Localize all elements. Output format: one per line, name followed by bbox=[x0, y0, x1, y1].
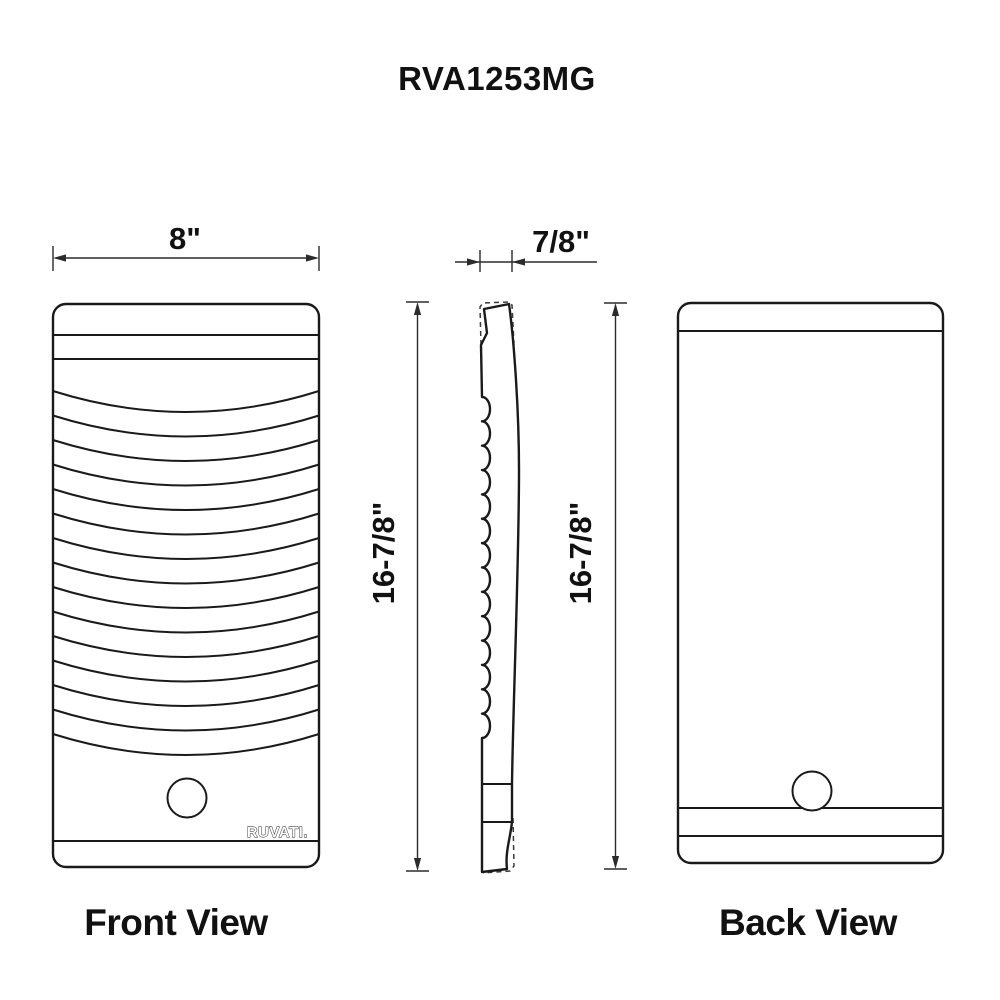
brand-logo: RUVATI. bbox=[247, 824, 308, 841]
arrow-right-icon bbox=[467, 258, 480, 266]
ridge-arc bbox=[52, 733, 320, 756]
front-view-label: Front View bbox=[84, 902, 268, 943]
ridge-arc bbox=[52, 488, 320, 511]
ridge-arc bbox=[52, 439, 320, 462]
back-view-drawing bbox=[676, 301, 945, 865]
back-height-value: 16-7/8" bbox=[563, 502, 598, 605]
side-thickness-dimension: 7/8" bbox=[455, 224, 597, 272]
ridge-arc bbox=[52, 610, 320, 634]
ridge-arc bbox=[52, 512, 320, 536]
arrow-up-icon bbox=[413, 302, 422, 315]
drain-hole bbox=[166, 777, 208, 819]
front-width-dimension: 8" bbox=[52, 221, 320, 271]
arrow-down-icon bbox=[611, 856, 620, 869]
ridge-arc bbox=[52, 708, 320, 732]
side-view-drawing bbox=[479, 301, 521, 874]
arrow-right-icon bbox=[306, 254, 319, 262]
side-reference-dashed-top bbox=[479, 301, 515, 346]
arrow-left-icon bbox=[512, 258, 525, 266]
ridge-arc bbox=[52, 586, 320, 609]
arrow-left-icon bbox=[53, 254, 66, 262]
page-title: RVA1253MG bbox=[398, 60, 596, 97]
arrow-down-icon bbox=[413, 858, 422, 871]
ridge-arc bbox=[52, 390, 320, 413]
side-height-value: 16-7/8" bbox=[366, 502, 401, 605]
front-width-value: 8" bbox=[169, 221, 201, 256]
ridge-arc bbox=[52, 537, 320, 560]
back-panel-outline bbox=[676, 301, 945, 865]
side-profile-outline bbox=[479, 302, 521, 874]
ridge-arc bbox=[52, 463, 320, 487]
ridge-arc bbox=[52, 684, 320, 707]
side-height-dimension: 16-7/8" bbox=[366, 301, 429, 872]
back-view-label: Back View bbox=[719, 902, 898, 943]
front-view-drawing: RUVATI. bbox=[51, 302, 321, 869]
ridge-arc bbox=[52, 414, 320, 438]
ridge-arc bbox=[52, 561, 320, 585]
arrow-up-icon bbox=[611, 303, 620, 316]
ridge-arc bbox=[52, 659, 320, 683]
ridge-arc bbox=[52, 635, 320, 658]
side-thickness-value: 7/8" bbox=[532, 224, 590, 259]
washboard-ridges bbox=[52, 390, 320, 756]
drain-hole bbox=[791, 770, 833, 812]
side-reference-dashed-bottom bbox=[482, 817, 515, 874]
back-height-dimension: 16-7/8" bbox=[563, 302, 627, 870]
